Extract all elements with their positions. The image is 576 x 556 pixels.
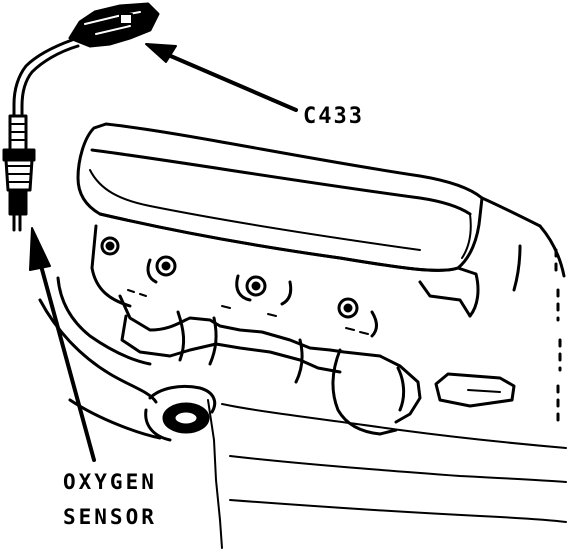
connector-c433 xyxy=(68,2,160,48)
exhaust-outlet xyxy=(144,384,223,549)
spark-plugs xyxy=(100,236,378,338)
sensor-leader-arrow xyxy=(29,227,96,462)
c433-label: C433 xyxy=(303,104,364,129)
oxygen-sensor-label-line2: SENSOR xyxy=(63,505,157,529)
engine-block xyxy=(38,276,567,523)
valve-cover xyxy=(76,122,542,272)
side-frame xyxy=(512,224,566,422)
oxygen-sensor-label-line1: OXYGEN xyxy=(63,470,157,494)
sensor-wire xyxy=(12,38,80,120)
c433-leader-arrow xyxy=(145,43,298,112)
exhaust-manifold xyxy=(118,294,422,436)
oxygen-sensor xyxy=(2,114,36,232)
